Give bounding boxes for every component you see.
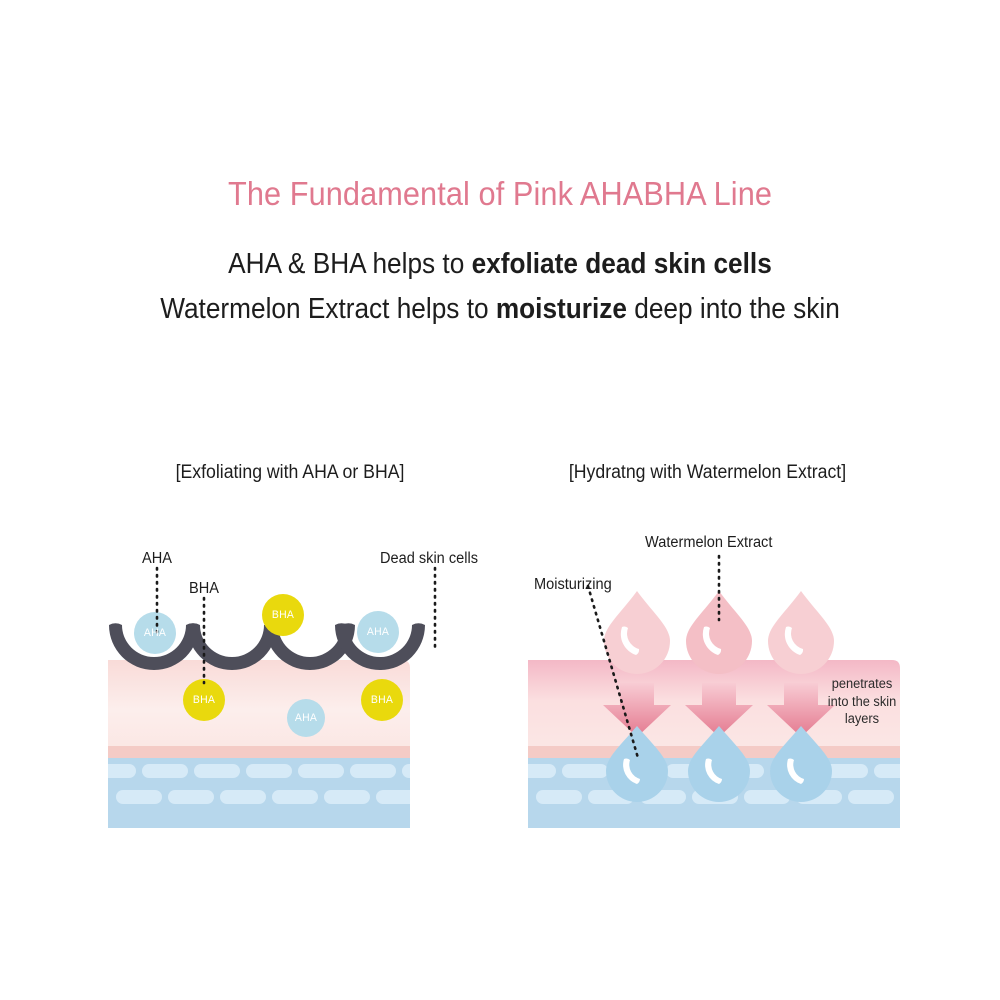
- hydration-diagram-svg: [528, 554, 900, 828]
- page-title: The Fundamental of Pink AHABHA Line: [227, 175, 773, 212]
- extract-droplet: [604, 591, 670, 674]
- hydration-diagram: Moisturizing Watermelon Extract penetrat…: [520, 528, 920, 848]
- dermis-cell-row-2: [116, 790, 410, 804]
- callout-bha: BHA: [189, 580, 219, 597]
- molecule-aha: [287, 699, 325, 737]
- extract-droplet-group: [604, 591, 834, 674]
- absorbed-droplet-group: [606, 726, 832, 802]
- leader-line-moisturizing: [586, 584, 640, 760]
- molecule-aha: [357, 611, 399, 653]
- subtitle-2-segment-a: Watermelon Extract: [160, 293, 390, 325]
- subtitle-1-segment-c: exfoliate dead skin cells: [471, 248, 772, 280]
- absorbed-droplet: [688, 726, 750, 802]
- dead-skin-cell-group: [109, 623, 425, 670]
- dead-skin-cell: [187, 623, 277, 670]
- dead-skin-cell: [335, 623, 425, 670]
- penetration-note-line-1: penetrates: [831, 676, 893, 691]
- subtitle-line-1: AHA & BHA helps to exfoliate dead skin c…: [40, 242, 960, 287]
- molecule-bha: [262, 594, 304, 636]
- subtitle-block: AHA & BHA helps to exfoliate dead skin c…: [0, 242, 1000, 332]
- molecule-bha-label: BHA: [192, 694, 216, 706]
- subtitle-2-segment-d: deep into the skin: [626, 293, 840, 325]
- molecule-aha-label: AHA: [366, 626, 390, 638]
- penetration-note-line-2: into the skin: [827, 693, 897, 709]
- absorbed-droplet: [770, 726, 832, 802]
- header-block: The Fundamental of Pink AHABHA Line AHA …: [0, 172, 1000, 332]
- dead-skin-cell: [265, 623, 355, 670]
- subtitle-1-segment-b: helps to: [365, 248, 472, 280]
- penetration-arrow: [603, 683, 671, 737]
- callout-watermelon-extract: Watermelon Extract: [645, 534, 773, 551]
- panel-caption-hydrating: [Hydratng with Watermelon Extract]: [568, 462, 847, 483]
- callout-aha: AHA: [142, 550, 172, 567]
- absorbed-droplet: [606, 726, 668, 802]
- molecule-aha: [134, 612, 176, 654]
- epidermis-basal-band: [108, 746, 410, 758]
- penetration-note: penetrates into the skin layers: [822, 675, 902, 728]
- penetration-arrow: [767, 683, 835, 737]
- dermis-cell-row-1: [108, 764, 410, 778]
- molecule-bha-label: BHA: [271, 609, 295, 621]
- callout-dead-skin-cells: Dead skin cells: [380, 550, 478, 567]
- callout-moisturizing: Moisturizing: [534, 576, 612, 593]
- dermis-cell-row-2: [536, 790, 894, 804]
- extract-droplet: [768, 591, 834, 674]
- subtitle-1-segment-a: AHA & BHA: [228, 248, 366, 280]
- molecule-bha-label: BHA: [370, 694, 394, 706]
- molecule-bha: [183, 679, 225, 721]
- penetration-note-line-3: layers: [844, 711, 880, 726]
- epidermis-layer: [108, 660, 410, 750]
- subtitle-2-segment-b: helps to: [389, 293, 496, 325]
- subtitle-2-segment-c: moisturize: [495, 293, 627, 325]
- skin-block-right: [528, 660, 900, 828]
- subtitle-line-2: Watermelon Extract helps to moisturize d…: [40, 287, 960, 332]
- extract-droplet: [686, 591, 752, 674]
- penetration-arrow: [685, 683, 753, 737]
- dead-skin-cell: [109, 623, 199, 670]
- exfoliation-diagram: AHA BHA AHA BHA AHA BHA AHA BHA Dead ski…: [100, 528, 500, 848]
- skin-block-left: [108, 660, 410, 828]
- panel-caption-exfoliating: [Exfoliating with AHA or BHA]: [175, 462, 405, 483]
- molecule-aha-label: AHA: [143, 627, 167, 639]
- penetration-arrow-group: [603, 683, 835, 737]
- molecule-bha: [361, 679, 403, 721]
- molecule-aha-label: AHA: [294, 712, 318, 724]
- exfoliation-diagram-svg: [108, 566, 437, 828]
